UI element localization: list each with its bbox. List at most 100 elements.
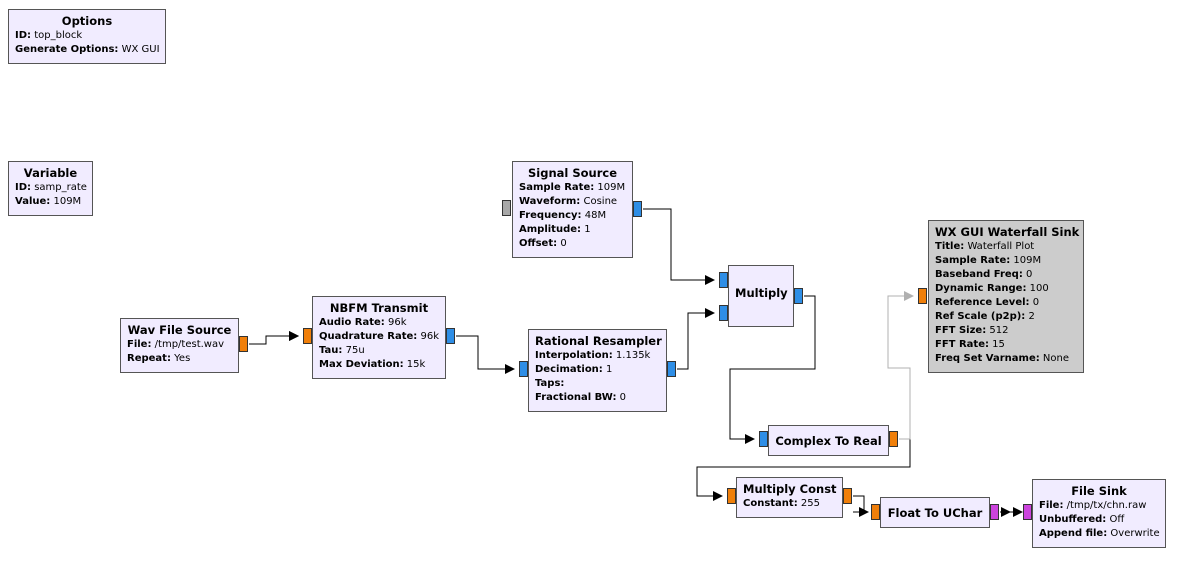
param-value: Yes <box>174 353 191 364</box>
signal-source-input-port-disabled[interactable] <box>502 200 511 216</box>
variable-block[interactable]: Variable ID: samp_rate Value: 109M <box>8 161 93 216</box>
multiply-input-port-1[interactable] <box>719 305 728 321</box>
param-key: File: <box>1039 500 1064 511</box>
param-value: 109M <box>597 182 626 193</box>
multiply-output-port[interactable] <box>794 288 803 304</box>
param-key: ID: <box>15 182 32 193</box>
block-title: NBFM Transmit <box>329 301 429 315</box>
param-value: None <box>1042 353 1070 364</box>
param-key: Waveform: <box>519 196 581 207</box>
param-value: 512 <box>989 325 1009 336</box>
param-key: Offset: <box>519 238 558 249</box>
param-value: WX GUI <box>121 44 160 55</box>
nbfm-input-port[interactable] <box>303 328 312 344</box>
param-value: 75u <box>345 345 365 356</box>
param-value: Overwrite <box>1110 528 1160 539</box>
param-key: Ref Scale (p2p): <box>935 311 1026 322</box>
param-key: Reference Level: <box>935 297 1030 308</box>
param-value: 15k <box>406 359 426 370</box>
param-key: Frequency: <box>519 210 582 221</box>
param-value: 96k <box>388 317 407 328</box>
wire-multiply-to-c2r[interactable] <box>729 295 816 444</box>
param-value: Off <box>1109 514 1125 525</box>
block-title: Signal Source <box>527 166 617 180</box>
param-key: Baseband Freq: <box>935 269 1023 280</box>
block-title: Complex To Real <box>775 434 882 448</box>
param-key: ID: <box>15 30 32 41</box>
multiply-block[interactable]: Multiply <box>728 265 794 327</box>
multiply-const-block[interactable]: Multiply Const Constant: 255 <box>736 477 843 518</box>
wire-signal-to-multiply[interactable] <box>643 208 715 285</box>
wire-c2r-to-waterfall[interactable] <box>887 291 914 440</box>
resampler-output-port[interactable] <box>667 361 676 377</box>
signal-source-block[interactable]: Signal Source Sample Rate: 109M Waveform… <box>512 161 633 258</box>
f2uc-output-port[interactable] <box>990 504 999 520</box>
param-value: Cosine <box>583 196 618 207</box>
param-key: Max Deviation: <box>319 359 404 370</box>
block-title: Options <box>61 14 113 28</box>
options-block[interactable]: Options ID: top_block Generate Options: … <box>8 9 166 64</box>
param-key: Constant: <box>743 498 798 509</box>
file-sink-block[interactable]: File Sink File: /tmp/tx/chn.raw Unbuffer… <box>1032 479 1166 548</box>
wav-source-output-port[interactable] <box>239 336 248 352</box>
block-title: Float To UChar <box>887 506 983 520</box>
block-title: Wav File Source <box>127 323 232 337</box>
param-value: 2 <box>1028 311 1035 322</box>
param-value: 0 <box>619 392 627 403</box>
c2r-output-port[interactable] <box>889 431 898 447</box>
param-value: 15 <box>992 339 1005 350</box>
float-to-uchar-block[interactable]: Float To UChar <box>880 497 990 528</box>
wire-wav-to-nbfm[interactable] <box>249 331 299 345</box>
param-key: Amplitude: <box>519 224 582 235</box>
block-title: Rational Resampler <box>535 334 662 348</box>
block-title: WX GUI Waterfall Sink <box>935 225 1080 239</box>
nbfm-transmit-block[interactable]: NBFM Transmit Audio Rate: 96k Quadrature… <box>312 296 446 379</box>
param-key: Interpolation: <box>535 350 613 361</box>
resampler-input-port[interactable] <box>519 361 528 377</box>
param-value: 1.135k <box>615 350 651 361</box>
multiply-input-port-0[interactable] <box>719 272 728 288</box>
param-key: Fractional BW: <box>535 392 617 403</box>
multconst-output-port[interactable] <box>843 488 852 504</box>
param-value: /tmp/test.wav <box>154 339 225 350</box>
param-value: /tmp/tx/chn.raw <box>1066 500 1147 511</box>
param-value: 0 <box>560 238 567 249</box>
param-key: Append file: <box>1039 528 1108 539</box>
param-key: File: <box>127 339 152 350</box>
param-key: Generate Options: <box>15 44 119 55</box>
param-key: Taps: <box>535 378 565 389</box>
complex-to-real-block[interactable]: Complex To Real <box>768 425 889 456</box>
param-key: Repeat: <box>127 353 171 364</box>
param-value: 0 <box>1032 297 1040 308</box>
param-value: 109M <box>53 196 82 207</box>
param-key: FFT Rate: <box>935 339 989 350</box>
waterfall-input-port[interactable] <box>918 288 927 304</box>
block-title: Multiply <box>735 286 788 300</box>
nbfm-output-port[interactable] <box>446 328 455 344</box>
param-key: Value: <box>15 196 51 207</box>
param-value: 100 <box>1029 283 1049 294</box>
signal-source-output-port[interactable] <box>633 201 642 217</box>
wx-gui-waterfall-sink-block[interactable]: WX GUI Waterfall Sink Title: Waterfall P… <box>928 220 1084 373</box>
c2r-input-port[interactable] <box>759 431 768 447</box>
wire-multconst-to-f2uc[interactable] <box>853 495 865 513</box>
param-key: Audio Rate: <box>319 317 385 328</box>
block-title: Multiply Const <box>743 482 837 496</box>
param-key: FFT Size: <box>935 325 987 336</box>
param-key: Tau: <box>319 345 343 356</box>
wire-resampler-to-multiply[interactable] <box>677 308 715 370</box>
wav-file-source-block[interactable]: Wav File Source File: /tmp/test.wav Repe… <box>120 318 239 373</box>
rational-resampler-block[interactable]: Rational Resampler Interpolation: 1.135k… <box>528 329 667 412</box>
multconst-input-port[interactable] <box>727 488 736 504</box>
param-key: Unbuffered: <box>1039 514 1107 525</box>
param-value: 0 <box>1026 269 1033 280</box>
param-value: 255 <box>800 498 820 509</box>
file-sink-input-port[interactable] <box>1023 504 1032 520</box>
param-key: Sample Rate: <box>519 182 595 193</box>
wire-nbfm-to-resampler[interactable] <box>456 335 515 374</box>
f2uc-input-port[interactable] <box>871 504 880 520</box>
param-key: Sample Rate: <box>935 255 1011 266</box>
param-value: 109M <box>1013 255 1042 266</box>
block-title: Variable <box>23 166 78 180</box>
